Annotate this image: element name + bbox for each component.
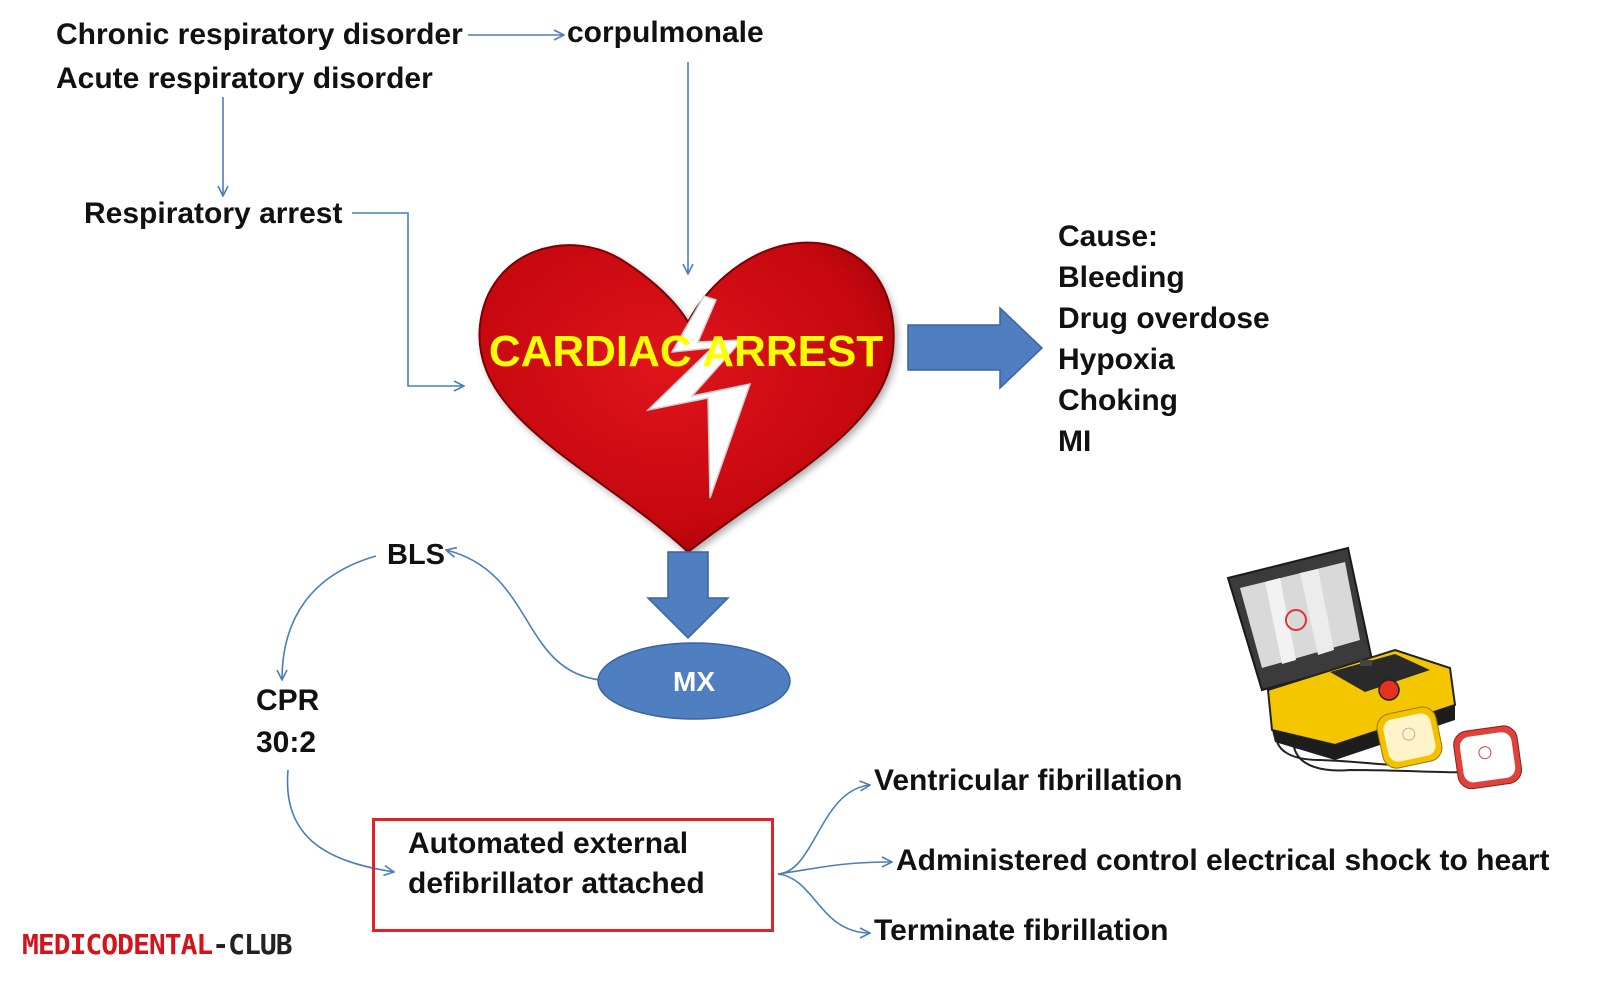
- node-chronic-respiratory-disorder: Chronic respiratory disorder: [56, 18, 463, 51]
- node-terminate-fibrillation: Terminate fibrillation: [874, 914, 1169, 947]
- node-aed-line1: Automated external: [408, 827, 689, 860]
- connector-bls-to-cpr: [282, 555, 377, 680]
- mx-label: MX: [673, 666, 715, 697]
- node-ventricular-fibrillation: Ventricular fibrillation: [874, 764, 1183, 797]
- connector-resp-arrest-to-heart: [352, 212, 464, 386]
- aed-device-icon: [1226, 546, 1523, 790]
- aed-attached-box: [372, 818, 774, 932]
- lightning-bolt-icon: [645, 295, 752, 499]
- mx-node: [597, 642, 791, 720]
- cause-item: Drug overdose: [1058, 302, 1270, 335]
- node-corpulmonale: corpulmonale: [567, 16, 764, 49]
- brand-part-red: MEDICODENTAL: [22, 928, 213, 961]
- node-respiratory-arrest: Respiratory arrest: [84, 197, 343, 230]
- node-electrical-shock: Administered control electrical shock to…: [896, 844, 1550, 877]
- cause-item: Bleeding: [1058, 261, 1185, 294]
- connector-aed-to-shock: [777, 862, 892, 875]
- brand-logo: MEDICODENTAL-CLUB: [22, 928, 293, 961]
- connector-cpr-to-aed: [286, 769, 394, 872]
- node-cpr: CPR: [256, 684, 320, 717]
- block-arrow-to-causes: [907, 306, 1044, 390]
- cause-item: Hypoxia: [1058, 343, 1175, 376]
- cardiac-arrest-label: CARDIAC ARREST: [489, 327, 883, 376]
- connector-mx-to-bls: [446, 550, 601, 681]
- cause-item: Choking: [1058, 384, 1178, 417]
- block-arrow-to-mx: [646, 551, 730, 640]
- node-aed-line2: defibrillator attached: [408, 867, 705, 900]
- causes-heading: Cause:: [1058, 220, 1159, 253]
- brand-part-dark: -CLUB: [212, 928, 292, 961]
- node-cpr-ratio: 30:2: [256, 726, 317, 759]
- connector-aed-to-vf: [777, 785, 870, 875]
- node-acute-respiratory-disorder: Acute respiratory disorder: [56, 62, 433, 95]
- connector-aed-to-terminate: [777, 873, 870, 933]
- node-bls: BLS: [387, 539, 445, 571]
- cause-item: MI: [1058, 425, 1092, 458]
